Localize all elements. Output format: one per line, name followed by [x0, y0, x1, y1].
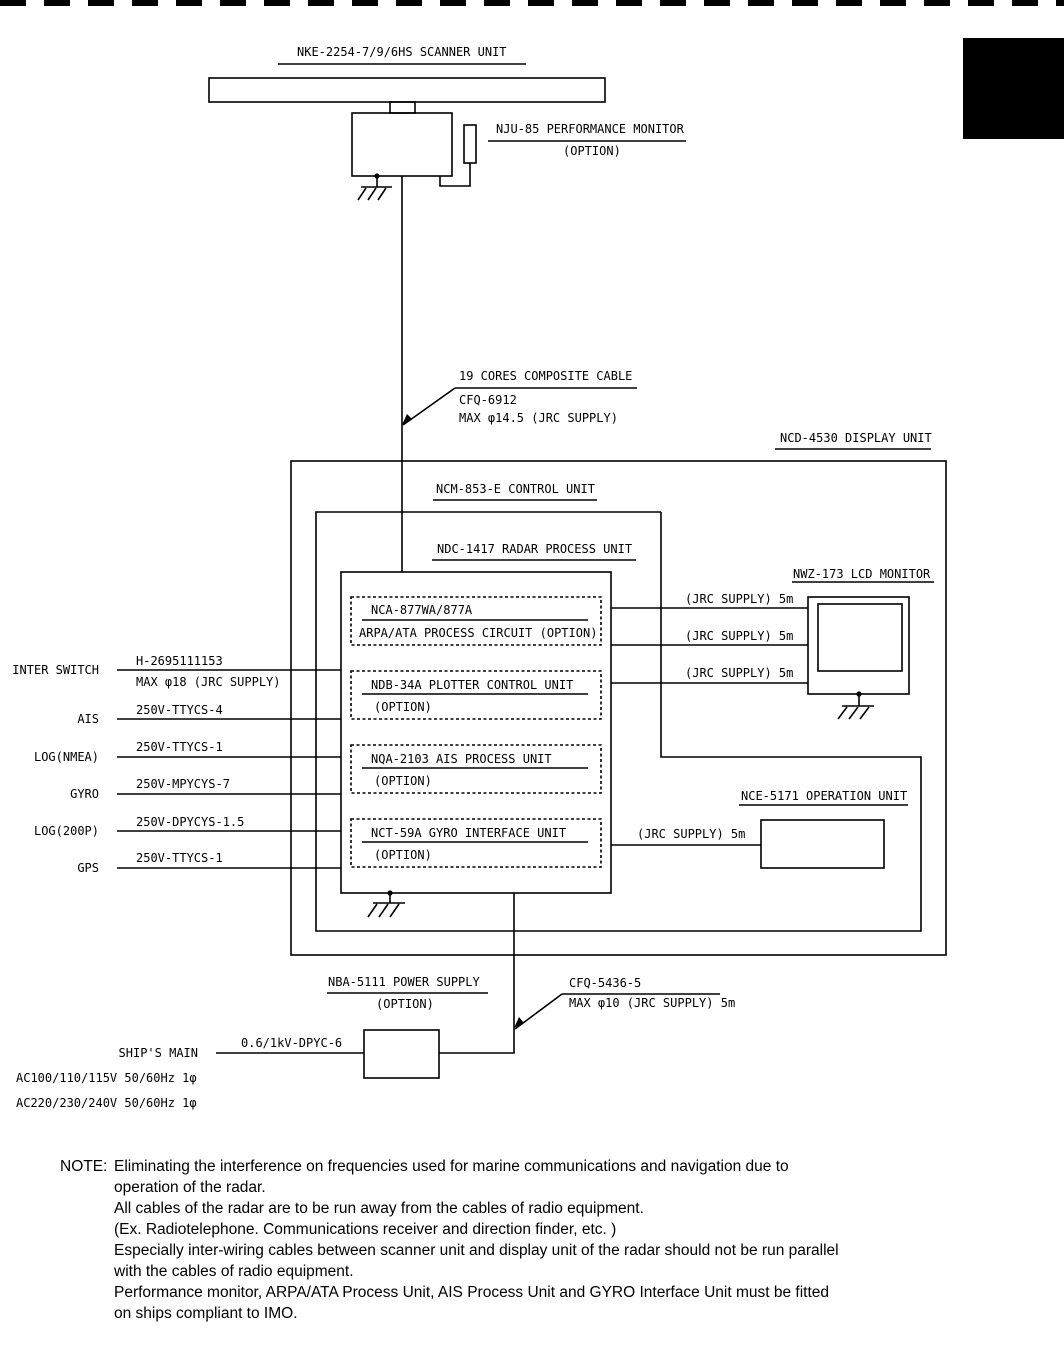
gyro-unit-label: NCT-59A GYRO INTERFACE UNIT	[371, 826, 566, 840]
radar-process-unit-box	[340, 571, 612, 894]
input-cable-log-200p: 250V-DPYCYS-1.5	[136, 815, 244, 829]
scanner-neck	[389, 101, 416, 114]
composite-cable-label: 19 CORES COMPOSITE CABLE	[459, 369, 632, 383]
ships-main-cable: 0.6/1kV-DPYC-6	[241, 1036, 342, 1050]
power-supply-option: (OPTION)	[376, 997, 434, 1011]
scanner-label: NKE-2254-7/9/6HS SCANNER UNIT	[297, 45, 507, 59]
monitor-cable-2: (JRC SUPPLY) 5m	[685, 629, 793, 643]
note-line: (Ex. Radiotelephone. Communications rece…	[114, 1221, 617, 1238]
arpa-option-box	[350, 596, 602, 646]
performance-monitor-box	[463, 124, 477, 164]
note-line: All cables of the radar are to be run aw…	[114, 1200, 644, 1217]
note-line: with the cables of radio equipment.	[114, 1263, 354, 1280]
input-name-gps: GPS	[77, 861, 99, 875]
lcd-monitor-outer	[807, 596, 910, 695]
input-cable-gps: 250V-TTYCS-1	[136, 851, 223, 865]
note-label: NOTE:	[60, 1158, 108, 1175]
input-cable-inter-switch: H-2695111153	[136, 654, 223, 668]
monitor-cable-3: (JRC SUPPLY) 5m	[685, 666, 793, 680]
input-name-log-nmea: LOG(NMEA)	[34, 750, 99, 764]
note-line: Especially inter-wiring cables between s…	[114, 1242, 839, 1259]
note-line: Performance monitor, ARPA/ATA Process Un…	[114, 1284, 830, 1301]
operation-unit-box	[760, 819, 885, 869]
radar-process-unit-label: NDC-1417 RADAR PROCESS UNIT	[437, 542, 632, 556]
power-supply-box	[363, 1029, 440, 1079]
display-unit-box	[290, 460, 947, 956]
operation-cable-label: (JRC SUPPLY) 5m	[637, 827, 745, 841]
performance-monitor-label: NJU-85 PERFORMANCE MONITOR	[496, 122, 685, 136]
ais-unit-label: NQA-2103 AIS PROCESS UNIT	[371, 752, 552, 766]
power-supply-label: NBA-5111 POWER SUPPLY	[328, 975, 480, 989]
control-unit-label: NCM-853-E CONTROL UNIT	[436, 482, 595, 496]
scanner-pedestal	[351, 112, 453, 177]
input-name-log-200p: LOG(200P)	[34, 824, 99, 838]
ais-option-label: (OPTION)	[374, 774, 432, 788]
input-name-ais: AIS	[77, 712, 99, 726]
lcd-monitor-screen	[817, 603, 903, 672]
gyro-option-box	[350, 818, 602, 868]
ais-option-box	[350, 744, 602, 794]
arpa-unit-label: NCA-877WA/877A	[371, 603, 473, 617]
performance-monitor-option: (OPTION)	[563, 144, 621, 158]
lcd-monitor-label: NWZ-173 LCD MONITOR	[793, 567, 931, 581]
plotter-option-label: (OPTION)	[374, 700, 432, 714]
ships-main-label: SHIP'S MAIN	[119, 1046, 198, 1060]
ships-main-ac2: AC220/230/240V 50/60Hz 1φ	[16, 1096, 197, 1110]
control-unit-outline	[315, 511, 922, 932]
composite-cable-spec: MAX φ14.5 (JRC SUPPLY)	[459, 411, 618, 425]
monitor-cable-1: (JRC SUPPLY) 5m	[685, 592, 793, 606]
input-cable-ais: 250V-TTYCS-4	[136, 703, 223, 717]
page-tab	[963, 38, 1064, 139]
plotter-option-box	[350, 670, 602, 720]
composite-cable-model: CFQ-6912	[459, 393, 517, 407]
operation-unit-label: NCE-5171 OPERATION UNIT	[741, 789, 907, 803]
note-line: on ships compliant to IMO.	[114, 1305, 298, 1322]
gyro-option-label: (OPTION)	[374, 848, 432, 862]
plotter-unit-label: NDB-34A PLOTTER CONTROL UNIT	[371, 678, 573, 692]
input-cable-log-nmea: 250V-TTYCS-1	[136, 740, 223, 754]
input-name-inter-switch: INTER SWITCH	[12, 663, 99, 677]
input-spec-inter-switch: MAX φ18 (JRC SUPPLY)	[136, 675, 281, 689]
note-line: Eliminating the interference on frequenc…	[114, 1158, 789, 1175]
arpa-option-label: ARPA/ATA PROCESS CIRCUIT (OPTION)	[359, 626, 597, 640]
ships-main-ac1: AC100/110/115V 50/60Hz 1φ	[16, 1071, 197, 1085]
display-unit-label: NCD-4530 DISPLAY UNIT	[780, 431, 932, 445]
scanner-antenna	[208, 77, 606, 103]
note-body: Eliminating the interference on frequenc…	[114, 1156, 954, 1324]
performance-monitor-wire	[439, 163, 471, 187]
power-cable-line	[439, 893, 515, 1054]
power-cable-model: CFQ-5436-5	[569, 976, 641, 990]
input-cable-gyro: 250V-MPYCYS-7	[136, 777, 230, 791]
note-line: operation of the radar.	[114, 1179, 266, 1196]
input-name-gyro: GYRO	[70, 787, 99, 801]
power-cable-spec: MAX φ10 (JRC SUPPLY) 5m	[569, 996, 735, 1010]
